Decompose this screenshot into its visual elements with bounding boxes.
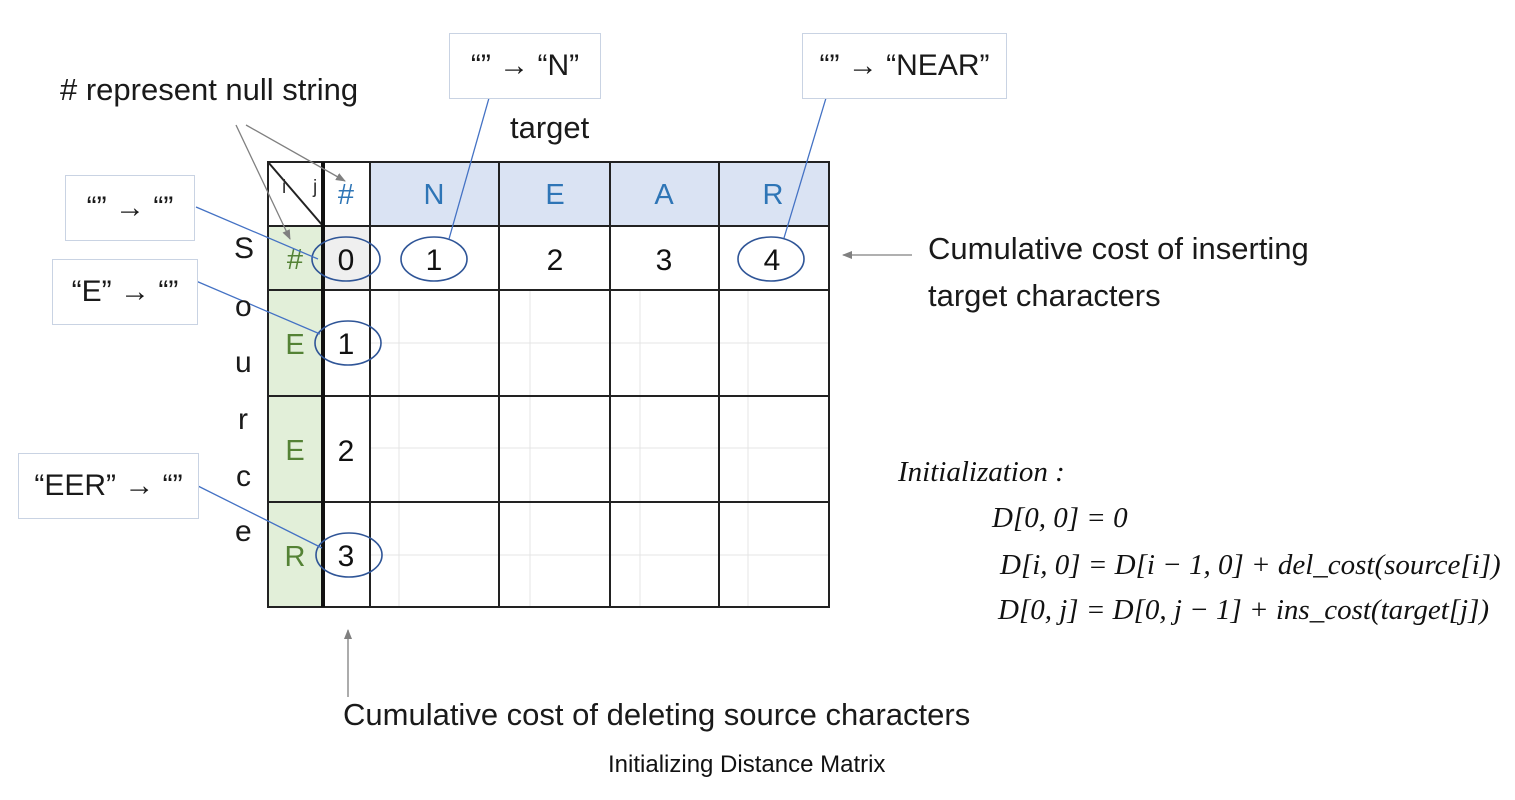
callout-e-to-empty: “E” → “” — [52, 259, 198, 325]
header-row-fill — [370, 162, 829, 226]
null-string-note: # represent null string — [60, 72, 359, 107]
callout-line-n — [448, 97, 490, 240]
callout-line-empty — [195, 206, 319, 260]
cell-3-0: 3 — [338, 540, 355, 573]
callout-empty-to-empty: “” → “” — [65, 175, 195, 241]
header-r: R — [763, 179, 784, 211]
rowhead-e1: E — [285, 329, 304, 361]
rowhead-null: # — [287, 244, 303, 276]
callout-line-near — [783, 97, 827, 239]
ellipse-delete-eer — [315, 532, 383, 578]
ellipse-delete-e — [314, 320, 382, 366]
callout-line-e — [195, 280, 321, 335]
formula-line-3: D[0, j] = D[0, j − 1] + ins_cost(target[… — [998, 594, 1490, 626]
cell-0-2: 2 — [547, 244, 564, 277]
header-null: # — [338, 179, 354, 211]
ellipse-origin — [311, 236, 381, 282]
callout-empty-to-n: “” → “N” — [449, 33, 601, 99]
formula-line-1: D[0, 0] = 0 — [992, 502, 1128, 534]
insert-cost-note-line2: target characters — [928, 278, 1161, 313]
source-letter-r: r — [238, 403, 248, 436]
callout-empty-to-near: “” → “NEAR” — [802, 33, 1007, 99]
corner-i-label: i — [282, 177, 286, 198]
figure-caption: Initializing Distance Matrix — [608, 751, 886, 778]
rowhead-e2: E — [285, 435, 304, 467]
cell-0-4: 4 — [764, 244, 781, 277]
ellipse-insert-n — [400, 236, 468, 282]
source-letter-c: c — [236, 460, 251, 493]
insert-cost-note-line1: Cumulative cost of inserting — [928, 231, 1309, 266]
ellipse-insert-near — [737, 236, 805, 282]
arrow-null-to-corner — [245, 124, 346, 182]
header-n: N — [424, 179, 445, 211]
source-letter-u: u — [235, 346, 252, 379]
cell-2-0: 2 — [338, 435, 355, 468]
cell-1-0: 1 — [338, 328, 355, 361]
delete-cost-note: Cumulative cost of deleting source chara… — [343, 697, 971, 732]
callout-line-eer — [195, 484, 323, 549]
corner-j-label: j — [312, 177, 317, 198]
arrow-null-to-row — [235, 124, 291, 240]
cell-0-0: 0 — [338, 244, 355, 277]
cell-0-1: 1 — [426, 244, 443, 277]
callout-eer-to-empty: “EER” → “” — [18, 453, 199, 519]
formula-line-2: D[i, 0] = D[i − 1, 0] + del_cost(source[… — [1000, 549, 1501, 581]
target-label: target — [510, 110, 590, 145]
source-letter-o: o — [235, 290, 252, 323]
source-letter-e: e — [235, 515, 252, 548]
header-a: A — [654, 179, 674, 211]
formula-title: Initialization : — [898, 456, 1065, 488]
source-letter-s: S — [234, 232, 255, 265]
cell-0-3: 3 — [656, 244, 673, 277]
rowhead-r: R — [285, 541, 306, 573]
header-e: E — [545, 179, 564, 211]
inner-grid — [370, 290, 829, 607]
matrix-grid — [267, 161, 830, 608]
